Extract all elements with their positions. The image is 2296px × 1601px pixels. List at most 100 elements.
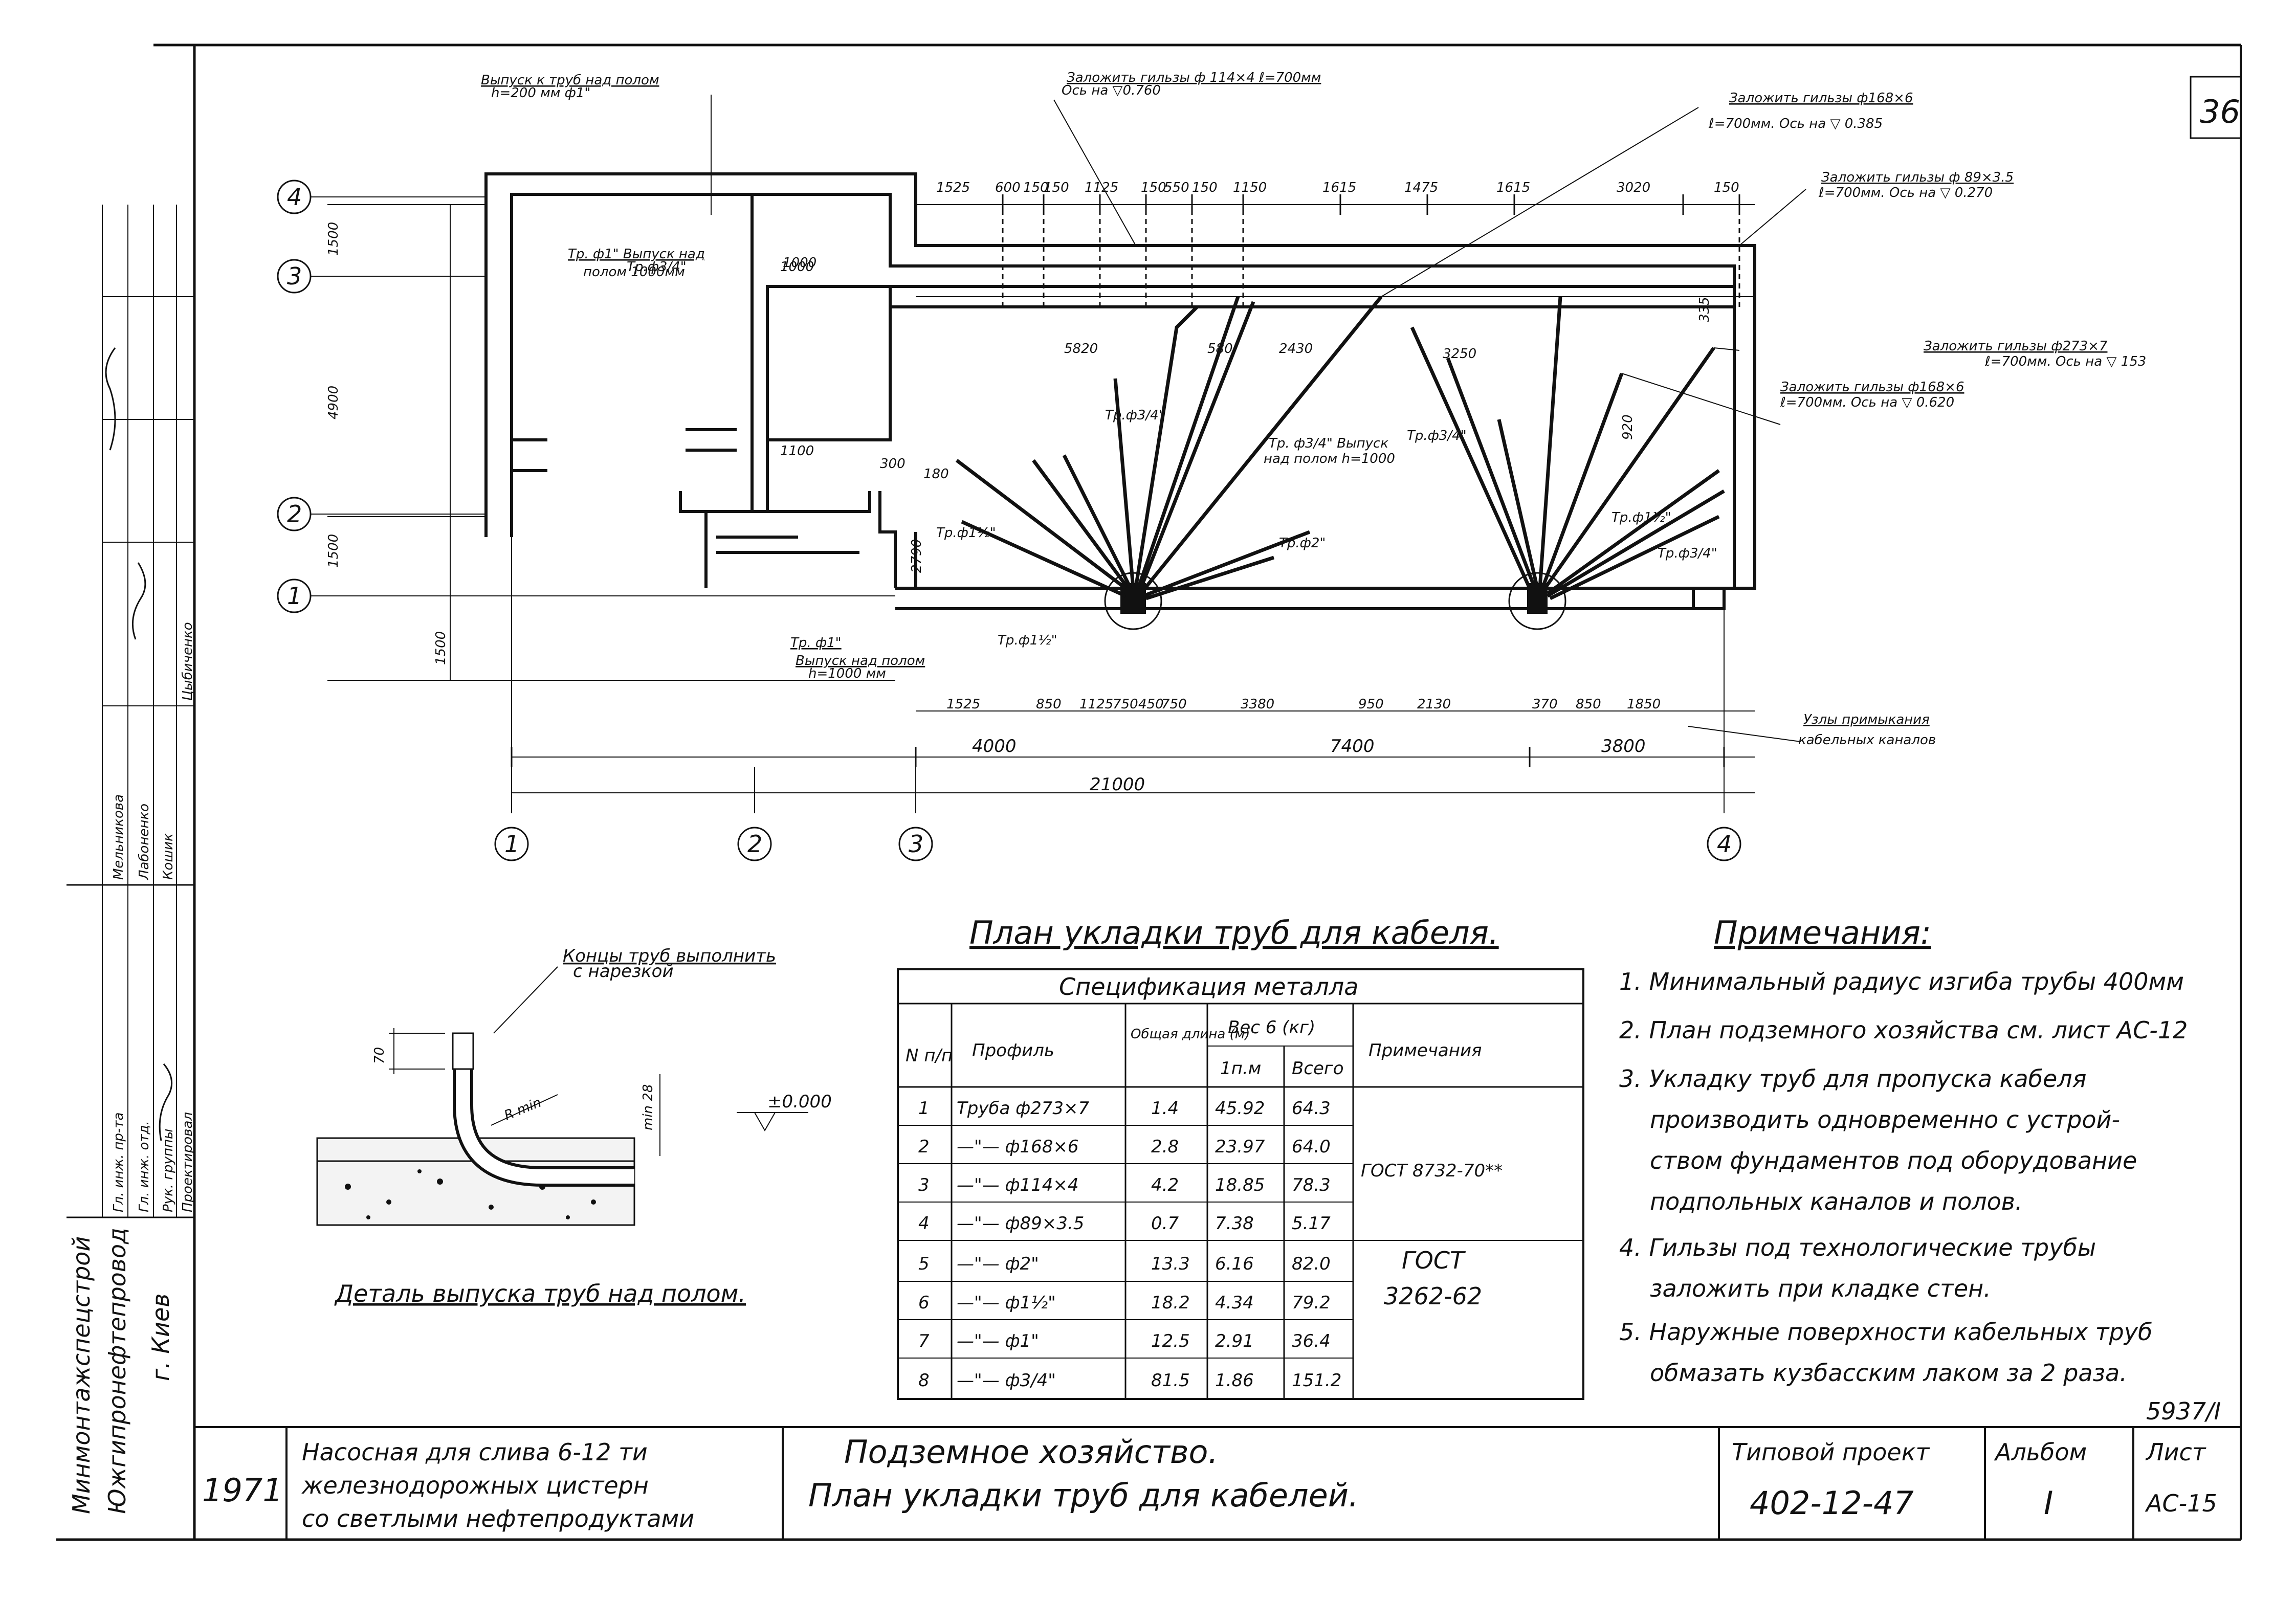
dim-bot-9: 370 — [1532, 697, 1558, 712]
axis-left-1: 1 — [287, 582, 302, 610]
name-1: Цыбиченко — [180, 622, 195, 701]
callout-20: кабельных каналов — [1798, 732, 1936, 748]
note-line: подпольных каналов и полов. — [1650, 1188, 2023, 1215]
sheet-frame: 36 5937/I — [56, 43, 2242, 1541]
detail-note: Концы труб выполнить — [563, 946, 776, 966]
project-number: 402-12-47 — [1750, 1484, 1914, 1522]
axis-bottom-3: 3 — [909, 830, 923, 858]
cable-pipes-b — [1410, 296, 1725, 601]
dim-bot-4: 450 — [1138, 697, 1164, 712]
spec-cell: —"— ф2" — [957, 1254, 1039, 1274]
spec-cell: Труба ф273×7 — [957, 1098, 1090, 1119]
notes: Примечания: 1. Минимальный радиус изгиба… — [1619, 914, 2188, 1387]
spec-cell: 4 — [918, 1213, 930, 1234]
callout-1: h=200 мм ф1" — [491, 85, 590, 101]
dim-overall: 21000 — [1090, 774, 1145, 795]
dim-bot-2: 1125 — [1079, 697, 1113, 712]
album-value: I — [2044, 1484, 2053, 1522]
spec-cell: 1.4 — [1151, 1098, 1179, 1119]
sheet-title-2: План укладки труб для кабелей. — [808, 1477, 1359, 1514]
sheet-title-1: Подземное хозяйство. — [844, 1433, 1218, 1471]
spec-cell: 0.7 — [1151, 1213, 1179, 1234]
callout-22: Тр.ф1½" — [936, 525, 996, 541]
dim-top-13: 150 — [1714, 180, 1739, 195]
spec-cell: 12.5 — [1151, 1331, 1190, 1351]
callout-9: ℓ=700мм. Ось на ▽ 153 — [1984, 354, 2146, 369]
dim-top-6: 550 — [1164, 180, 1189, 195]
spec-cell: 78.3 — [1292, 1175, 1331, 1195]
spec-cell: 82.0 — [1292, 1254, 1331, 1274]
spec-header-notes: Примечания — [1368, 1040, 1482, 1061]
spec-row: 3 —"— ф114×4 4.2 18.85 78.3 — [918, 1175, 1331, 1195]
dim-int-5: 3250 — [1443, 346, 1476, 362]
title-block: 1971 Насосная для слива 6-12 ти железнод… — [202, 1427, 2217, 1540]
org-name-2: Южгипронефтепровод — [103, 1228, 131, 1514]
callout-26: Тр.ф1½" — [1611, 510, 1671, 525]
spec-cell: 4.2 — [1151, 1175, 1179, 1195]
dim-bot-7: 950 — [1358, 697, 1384, 712]
spec-row: 2 —"— ф168×6 2.8 23.97 64.0 — [918, 1137, 1331, 1157]
dim-top-1: 600 — [995, 180, 1021, 195]
spec-header-weight: Вес 6 (кг) — [1228, 1017, 1315, 1038]
dim-int-2: 5820 — [1064, 341, 1098, 357]
dim-top-9: 1615 — [1322, 180, 1356, 195]
callout-23: Тр.ф1½" — [998, 633, 1057, 648]
dim-bot2-2: 3800 — [1601, 736, 1646, 757]
signature — [159, 1063, 173, 1141]
spec-cell: —"— ф1" — [957, 1331, 1039, 1351]
name-4: Мельникова — [111, 794, 126, 880]
dim-int-0: 1000 — [780, 259, 814, 275]
note-line: 1. Минимальный радиус изгиба трубы 400мм — [1619, 968, 2184, 995]
spec-header-perm: 1п.м — [1220, 1058, 1261, 1079]
spec-row: 4 —"— ф89×3.5 0.7 7.38 5.17 — [918, 1213, 1331, 1234]
spec-cell: 6 — [918, 1293, 930, 1313]
dim-top-0: 1525 — [936, 180, 970, 195]
dim-left-2: 1500 — [326, 534, 341, 568]
callout-10: Заложить гильзы ф168×6 — [1780, 380, 1964, 395]
name-2: Кошик — [161, 833, 176, 880]
spec-cell: 23.97 — [1215, 1137, 1265, 1157]
dim-int-4: 2430 — [1279, 341, 1313, 357]
pipe-detail: Концы труб выполнить с нарезкой 70 R min… — [316, 946, 832, 1307]
axis-left-2: 2 — [287, 500, 302, 528]
spec-cell: 18.2 — [1151, 1293, 1190, 1313]
role-3: Рук. группы — [161, 1129, 176, 1212]
dim-top-10: 1475 — [1404, 180, 1438, 195]
dim-top-4: 1125 — [1085, 180, 1118, 195]
dim-int-7: 180 — [923, 466, 949, 482]
spec-row: 7 —"— ф1" 12.5 2.91 36.4 — [918, 1331, 1331, 1351]
spec-cell: 18.85 — [1215, 1175, 1265, 1195]
callout-16: Тр. ф1" — [790, 635, 842, 651]
spec-cell: 64.0 — [1292, 1137, 1331, 1157]
dim-int-1: 1100 — [780, 443, 814, 459]
callout-24: Тр.ф2" — [1279, 536, 1326, 551]
dim-top-12: 3020 — [1617, 180, 1650, 195]
callout-14: Тр. ф3/4" Выпуск — [1269, 436, 1388, 451]
dim-bot-5: 750 — [1161, 697, 1187, 712]
object-line-2: железнодорожных цистерн — [301, 1472, 649, 1499]
name-3: Лабоненко — [137, 804, 152, 880]
spec-cell: 7 — [918, 1331, 930, 1351]
floor-plan — [327, 95, 1806, 813]
note-line: 4. Гильзы под технологические трубы — [1619, 1234, 2096, 1261]
role-2: Гл. инж. отд. — [137, 1121, 152, 1212]
spec-cell: 2.91 — [1215, 1331, 1254, 1351]
spec-cell: 2.8 — [1151, 1137, 1179, 1157]
object-line-3: со светлыми нефтепродуктами — [302, 1505, 694, 1532]
note-line: ством фундаментов под оборудование — [1650, 1147, 2137, 1174]
callout-18: h=1000 мм — [808, 666, 886, 681]
callout-7: ℓ=700мм. Ось на ▽ 0.270 — [1818, 185, 1993, 201]
spec-cell: 5.17 — [1292, 1213, 1331, 1234]
dim-top-8: 1150 — [1233, 180, 1267, 195]
detail-radius: R min — [502, 1095, 543, 1123]
side-block: Минмонтажспецстрой Южгипронефтепровод г.… — [67, 205, 195, 1514]
dim-bot-3: 750 — [1113, 697, 1138, 712]
callout-8: Заложить гильзы ф273×7 — [1924, 339, 2108, 354]
callout-11: ℓ=700мм. Ось на ▽ 0.620 — [1780, 395, 1954, 410]
spec-cell: 3 — [918, 1175, 930, 1195]
note-line: заложить при кладке стен. — [1650, 1275, 1991, 1302]
album-label: Альбом — [1994, 1438, 2087, 1466]
dim-bot-8: 2130 — [1417, 697, 1451, 712]
spec-cell: 8 — [918, 1370, 930, 1391]
dim-bot-10: 850 — [1576, 697, 1601, 712]
